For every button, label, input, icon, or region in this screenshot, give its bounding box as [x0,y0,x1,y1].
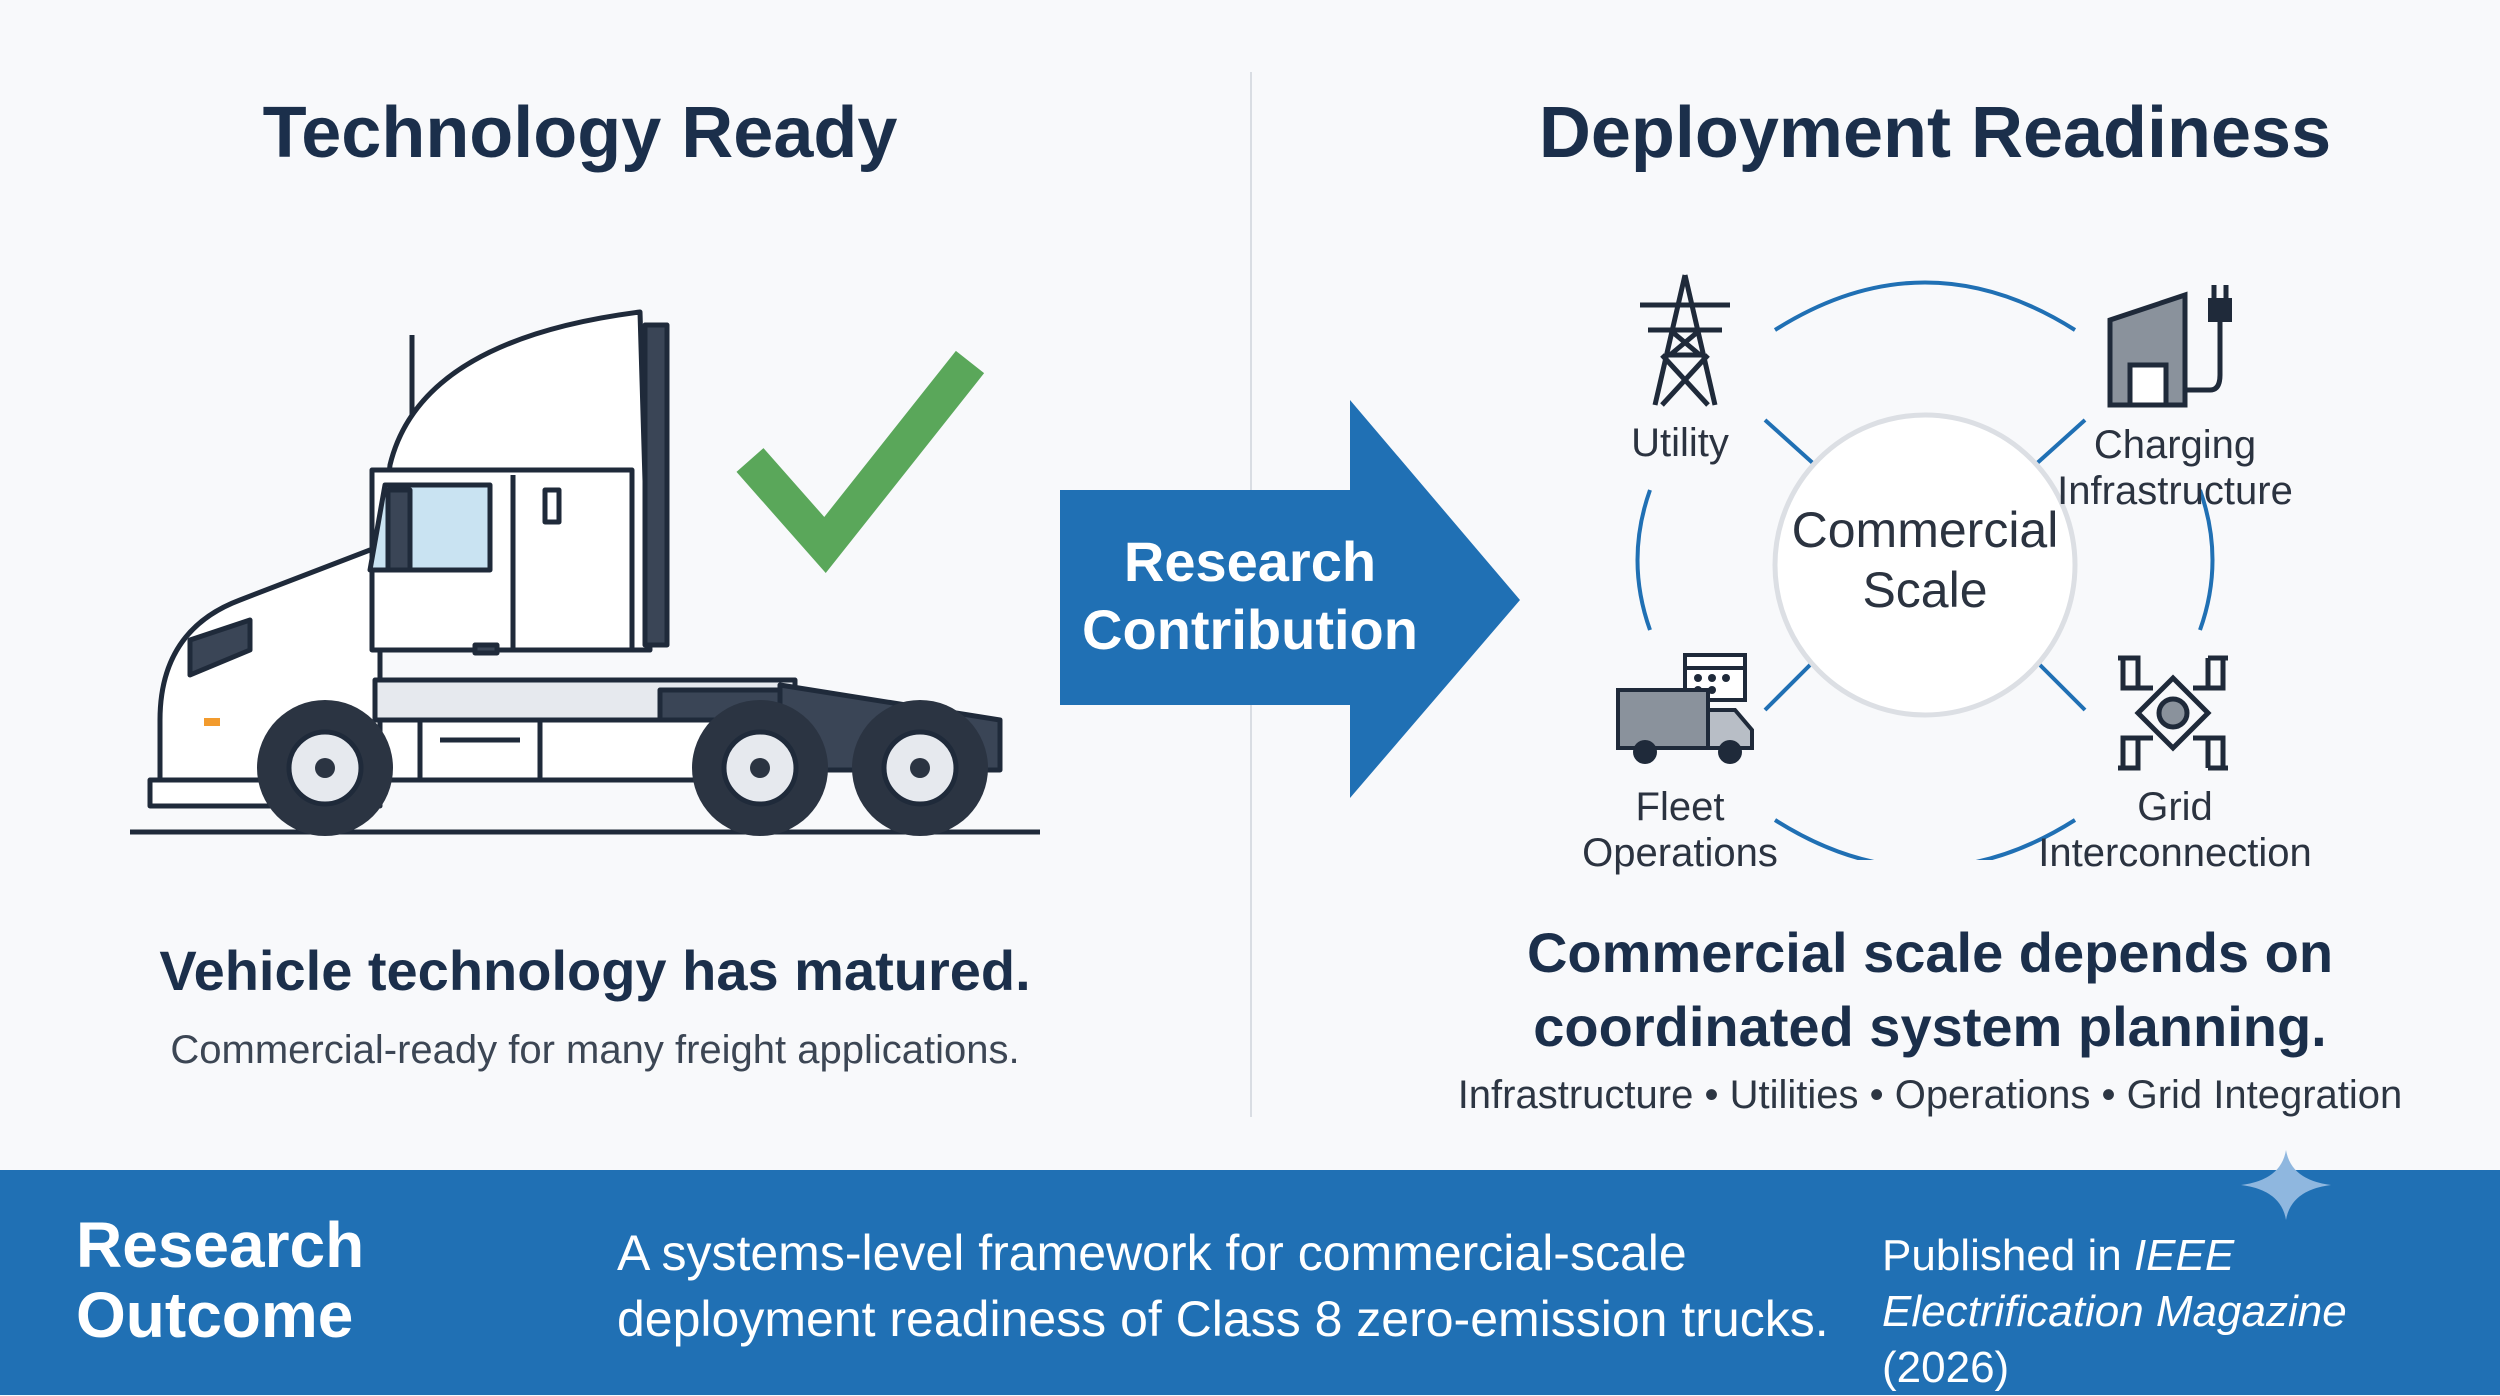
grid-label-line1: Grid [2137,785,2213,829]
grid-network-icon [2118,655,2228,771]
footer-description: A systems-level framework for commercial… [617,1220,1857,1352]
charging-station-icon [2107,285,2232,408]
center-circle [1772,412,2078,718]
fleet-label: Fleet Operations [1560,784,1800,876]
publication-year: (2026) [1882,1343,2010,1392]
center-label-line1: Commercial [1791,502,2059,558]
right-title-line2: coordinated system planning. [1533,995,2327,1058]
footer-banner [0,1170,2500,1395]
footer-heading-line2: Outcome [76,1279,354,1351]
publication-journal-line1: IEEE [2133,1231,2235,1280]
deployment-readiness-heading: Deployment Readiness [1538,93,2332,173]
grid-label: Grid Interconnection [2015,784,2335,876]
center-label-line2: Scale [1862,562,1988,618]
power-tower-icon [1640,274,1730,407]
left-title: Vehicle technology has matured. [159,939,1031,1002]
right-title-line1: Commercial scale depends on [1526,921,2334,984]
footer-description-line1: A systems-level framework for commercial… [617,1225,1687,1281]
publication-note: Published in IEEE Electrification Magazi… [1882,1228,2462,1396]
fleet-label-line2: Operations [1582,831,1778,875]
readiness-cycle [1635,280,2215,860]
footer-heading-line1: Research [76,1209,365,1281]
arrow-label: Research Contribution [1060,528,1440,664]
charging-label-line1: Charging [2093,423,2257,467]
technology-ready-heading: Technology Ready [262,93,898,173]
delivery-truck-icon [1616,653,1754,764]
truck-wheels [257,700,988,836]
arrow-label-line1: Research [1123,530,1377,593]
center-label: Commercial Scale [1725,500,2125,620]
right-title: Commercial scale depends on coordinated … [1380,916,2480,1064]
right-subtitle: Infrastructure • Utilities • Operations … [1457,1073,2403,1117]
sparkle-icon [2241,1150,2331,1220]
checkmark-icon [736,350,985,574]
arrow-label-line2: Contribution [1082,598,1418,661]
charging-label-line2: Infrastructure [2057,469,2293,513]
utility-label: Utility [1631,421,1729,465]
footer-heading: Research Outcome [76,1210,496,1350]
research-arrow [1060,400,1520,798]
left-subtitle: Commercial-ready for many freight applic… [170,1028,1020,1072]
publication-prefix: Published in [1882,1231,2134,1280]
truck-illustration [130,309,1040,836]
fleet-label-line1: Fleet [1635,785,1725,829]
grid-label-line2: Interconnection [2038,831,2312,875]
charging-label: Charging Infrastructure [2045,422,2305,514]
publication-journal-line2: Electrification Magazine [1882,1287,2347,1336]
footer-description-line2: deployment readiness of Class 8 zero-emi… [617,1291,1829,1347]
